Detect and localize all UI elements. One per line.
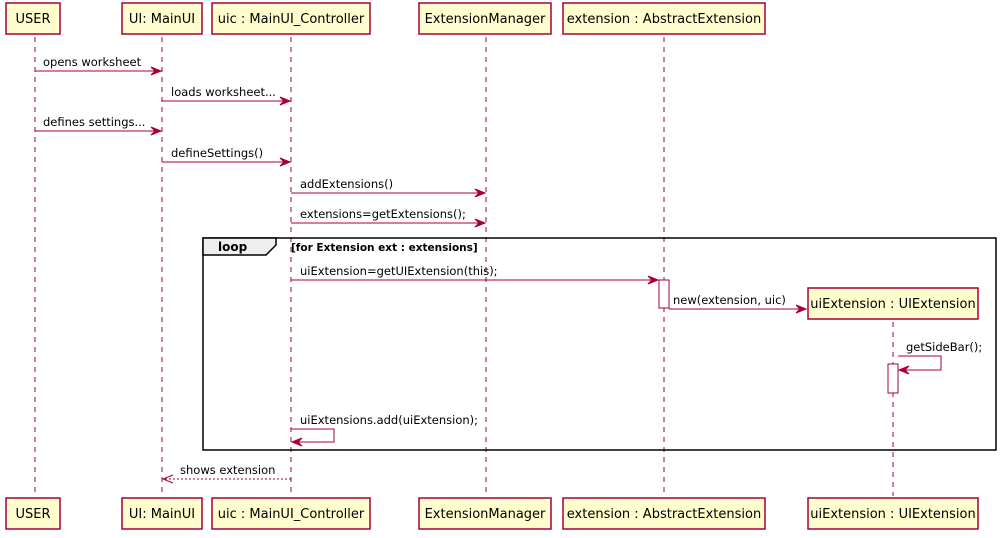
participant-label: USER	[15, 507, 50, 522]
loop-guard: [for Extension ext : extensions]	[291, 242, 478, 254]
participant-label: uic : MainUI_Controller	[218, 12, 365, 27]
participant-uic-top: uic : MainUI_Controller	[211, 2, 371, 35]
participant-label: UI: MainUI	[129, 507, 195, 522]
participant-user-top: USER	[5, 2, 61, 35]
message-shows-extension: shows extension	[161, 463, 291, 484]
message-label: defines settings...	[43, 115, 145, 129]
participant-extension-manager-bottom: ExtensionManager	[418, 497, 552, 530]
message-label: uiExtension=getUIExtension(this);	[300, 264, 498, 278]
participant-mainui-bottom: UI: MainUI	[121, 497, 203, 530]
message-get-extensions: extensions=getExtensions();	[291, 207, 487, 228]
message-label: loads worksheet...	[171, 85, 276, 99]
message-label: new(extension, uic)	[673, 293, 786, 307]
participant-extension-bottom: extension : AbstractExtension	[562, 497, 766, 530]
participant-label: ExtensionManager	[425, 12, 546, 27]
participant-user-bottom: USER	[5, 497, 61, 530]
participant-extension-manager-top: ExtensionManager	[418, 2, 552, 35]
participant-label: extension : AbstractExtension	[567, 507, 761, 522]
participant-label: uic : MainUI_Controller	[218, 507, 365, 522]
activation-extension	[658, 279, 670, 309]
participant-label: extension : AbstractExtension	[567, 12, 761, 27]
message-define-settings-call: defineSettings()	[162, 146, 292, 167]
message-loads-worksheet: loads worksheet...	[162, 85, 292, 106]
participant-label: uiExtension : UIExtension	[810, 297, 975, 312]
message-add-extensions: addExtensions()	[291, 177, 487, 198]
message-label: opens worksheet	[43, 55, 142, 69]
message-defines-settings: defines settings...	[35, 115, 163, 136]
participant-uiextension-created: uiExtension : UIExtension	[807, 287, 979, 320]
loop-fragment: loop [for Extension ext : extensions]	[202, 237, 997, 451]
message-label: uiExtensions.add(uiExtension);	[300, 413, 478, 427]
message-label: shows extension	[180, 463, 275, 477]
message-label: addExtensions()	[300, 177, 393, 191]
message-label: defineSettings()	[171, 146, 263, 160]
participant-extension-top: extension : AbstractExtension	[562, 2, 766, 35]
activation-uiextension	[887, 363, 899, 394]
message-opens-worksheet: opens worksheet	[35, 55, 163, 76]
participant-uiextension-bottom: uiExtension : UIExtension	[807, 497, 979, 530]
message-label: getSideBar();	[906, 340, 982, 354]
message-new-ui-extension: new(extension, uic)	[669, 293, 808, 314]
participant-label: USER	[15, 12, 50, 27]
message-get-ui-extension: uiExtension=getUIExtension(this);	[291, 264, 660, 285]
message-ui-extensions-add: uiExtensions.add(uiExtension);	[290, 413, 478, 447]
loop-keyword: loop	[218, 240, 248, 254]
participant-label: ExtensionManager	[425, 507, 546, 522]
message-get-side-bar: getSideBar();	[897, 340, 982, 375]
participant-uic-bottom: uic : MainUI_Controller	[211, 497, 371, 530]
participant-label: UI: MainUI	[129, 12, 195, 27]
message-label: extensions=getExtensions();	[300, 207, 466, 221]
participant-mainui-top: UI: MainUI	[121, 2, 203, 35]
participant-label: uiExtension : UIExtension	[810, 507, 975, 522]
